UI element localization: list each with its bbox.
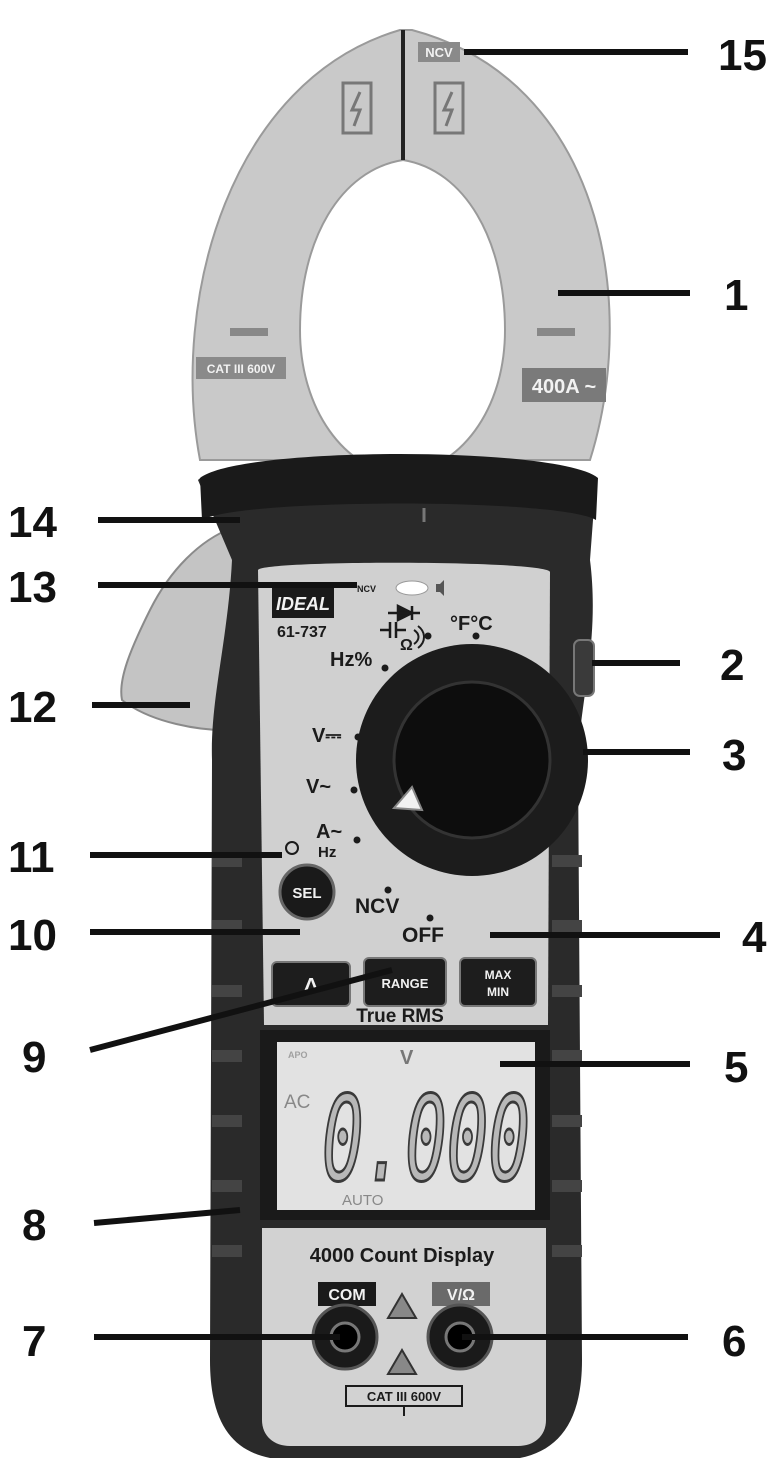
model-text: 61-737 bbox=[277, 624, 327, 641]
hz-label: Hz bbox=[318, 844, 336, 861]
warning-lower-icon bbox=[386, 1348, 418, 1375]
capacitor-icon bbox=[380, 622, 406, 638]
jaw-hazard-right-icon bbox=[433, 81, 465, 135]
lcd-unit: V bbox=[400, 1047, 414, 1069]
lcd-mode: AC bbox=[284, 1092, 310, 1113]
lcd-reading: 0.000 bbox=[322, 1070, 530, 1208]
callout-3: 3 bbox=[722, 731, 746, 780]
leader-8 bbox=[93, 1207, 241, 1226]
jaw-hazard-left-icon bbox=[341, 81, 373, 135]
min-button-label: MIN bbox=[487, 985, 509, 999]
com-label-box bbox=[318, 1282, 376, 1306]
ohm-symbol: Ω bbox=[400, 637, 413, 654]
callout-10: 10 bbox=[8, 911, 57, 960]
ac-amps-label: A~ bbox=[316, 821, 342, 843]
side-button bbox=[573, 639, 595, 697]
jaw-current-text: 400A ~ bbox=[532, 376, 596, 398]
jaw-mark-right bbox=[537, 328, 575, 336]
sel-button-label: SEL bbox=[292, 885, 321, 902]
v-ohm-label: V/Ω bbox=[447, 1287, 475, 1304]
ncv-indicator-text: NCV bbox=[357, 584, 376, 594]
off-position-label: OFF bbox=[402, 924, 444, 947]
lightning-left-icon bbox=[349, 91, 363, 127]
ncv-sound-icon bbox=[436, 580, 444, 596]
continuity-icon bbox=[413, 625, 425, 649]
lcd-screen bbox=[277, 1042, 535, 1210]
leader-9 bbox=[89, 967, 393, 1053]
clamp-trigger bbox=[120, 526, 240, 732]
true-rms-label: True RMS bbox=[356, 1006, 444, 1027]
callout-numbers: 15 1 14 13 2 12 3 11 10 4 9 5 8 7 6 bbox=[8, 31, 767, 1366]
callout-12: 12 bbox=[8, 683, 57, 732]
rotary-dial-knob[interactable] bbox=[392, 680, 552, 840]
jaw-current-badge bbox=[522, 368, 606, 402]
hz-percent-label: Hz% bbox=[330, 649, 372, 671]
v-ohm-label-box bbox=[432, 1282, 490, 1306]
callout-13: 13 bbox=[8, 563, 57, 612]
callout-6: 6 bbox=[722, 1317, 746, 1366]
leader-lines bbox=[89, 49, 720, 1340]
callout-4: 4 bbox=[742, 913, 767, 962]
temp-label: °F°C bbox=[450, 613, 493, 635]
jaw-ncv-text: NCV bbox=[425, 45, 453, 60]
count-display-label: 4000 Count Display bbox=[310, 1245, 495, 1267]
warning-upper-icon bbox=[386, 1292, 418, 1319]
callout-2: 2 bbox=[720, 641, 744, 690]
ncv-position-label: NCV bbox=[355, 895, 399, 918]
callout-14: 14 bbox=[8, 498, 57, 547]
range-button-label: RANGE bbox=[382, 976, 429, 991]
jaw-cat-badge bbox=[196, 357, 286, 379]
callout-5: 5 bbox=[724, 1043, 748, 1092]
brand-logo bbox=[272, 584, 334, 618]
callout-7: 7 bbox=[22, 1317, 46, 1366]
callout-1: 1 bbox=[724, 271, 748, 320]
callout-9: 9 bbox=[22, 1033, 46, 1082]
brand-text: IDEAL bbox=[276, 594, 330, 614]
dc-volts-label: V⎓ bbox=[312, 725, 341, 747]
lcd-auto: AUTO bbox=[342, 1192, 383, 1209]
ac-volts-label: V~ bbox=[306, 776, 331, 798]
backlight-icon bbox=[285, 841, 299, 855]
sel-button[interactable] bbox=[278, 863, 336, 921]
lcd-apo-text: APO bbox=[288, 1050, 308, 1060]
com-label: COM bbox=[328, 1287, 365, 1304]
body-hood bbox=[200, 454, 598, 520]
callout-8: 8 bbox=[22, 1201, 46, 1250]
jaw-cat-text: CAT III 600V bbox=[207, 362, 275, 376]
bottom-cat-text: CAT III 600V bbox=[367, 1389, 442, 1404]
lightning-right-icon bbox=[441, 91, 455, 127]
callout-15: 15 bbox=[718, 31, 767, 80]
jaw-mark-left bbox=[230, 328, 268, 336]
jaw-ncv-badge bbox=[418, 42, 460, 62]
clamp-jaws bbox=[191, 29, 611, 477]
max-min-button[interactable] bbox=[459, 957, 537, 1007]
dial-pointer-icon bbox=[391, 785, 424, 812]
callout-11: 11 bbox=[8, 833, 55, 882]
max-button-label: MAX bbox=[485, 968, 512, 982]
diode-icon bbox=[388, 603, 420, 623]
ncv-led bbox=[395, 580, 429, 596]
